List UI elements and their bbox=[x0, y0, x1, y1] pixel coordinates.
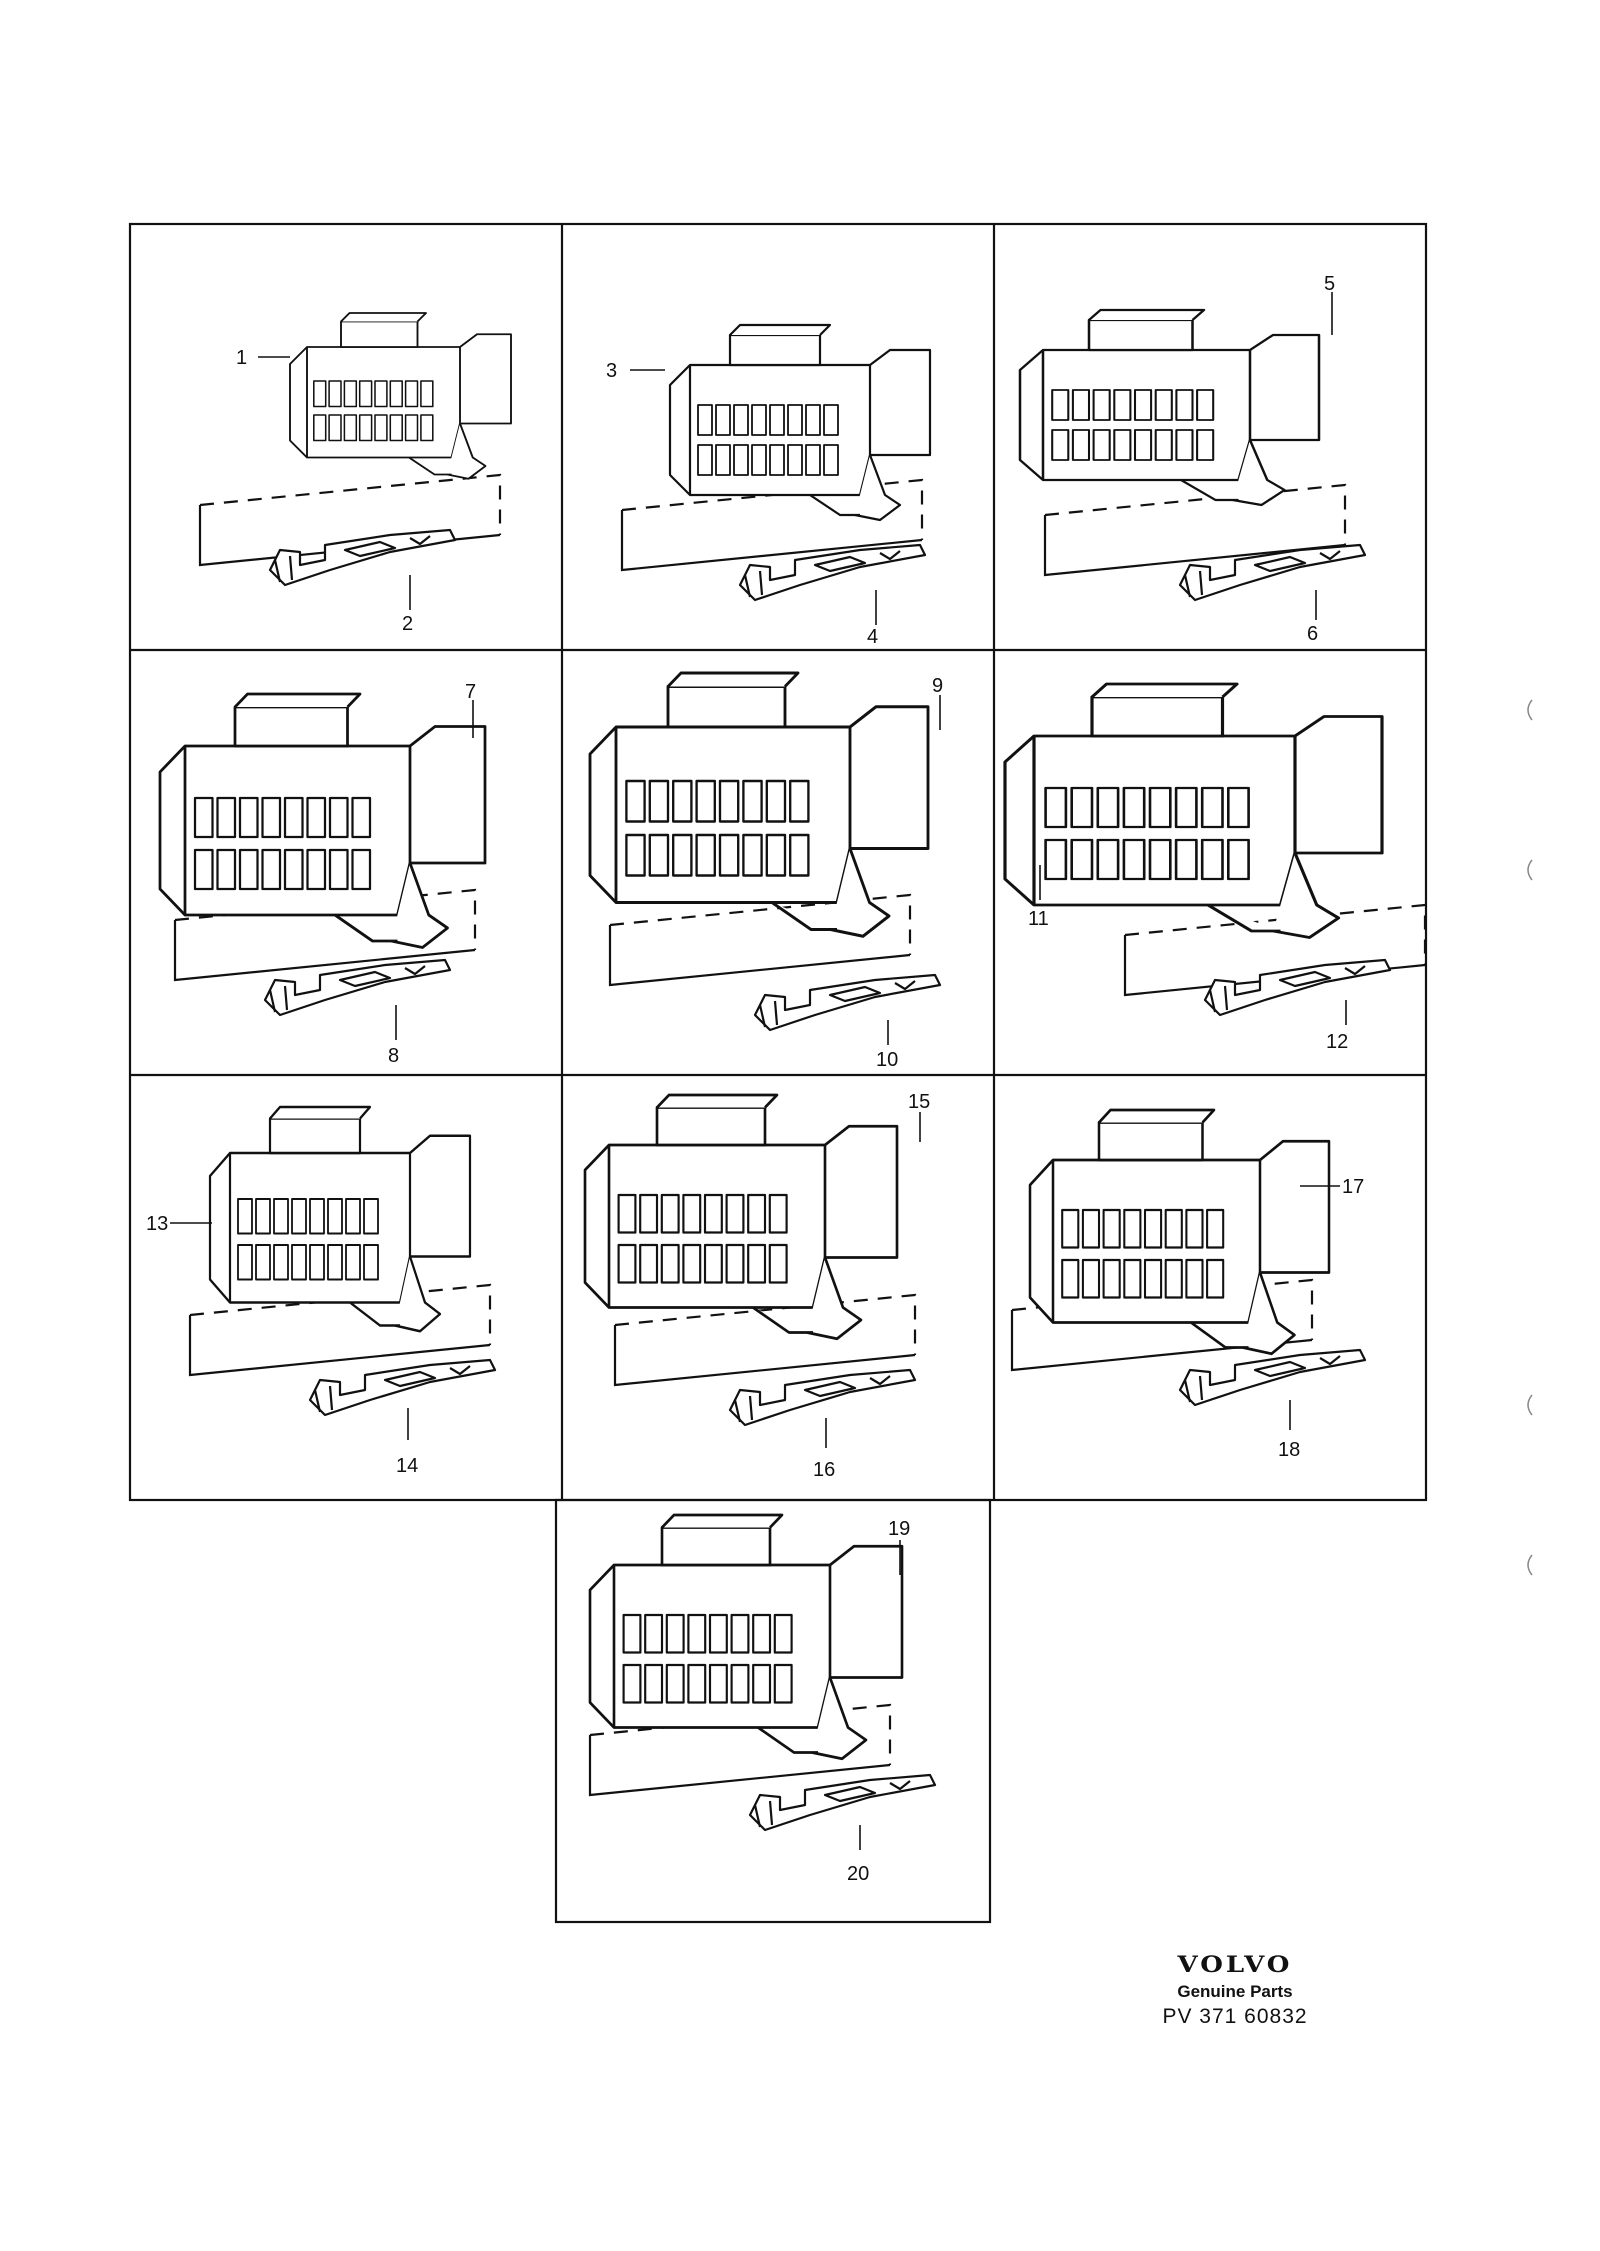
terminal-2 bbox=[268, 528, 457, 587]
callout-6: 6 bbox=[1307, 623, 1318, 645]
connector-housing-13 bbox=[208, 1105, 472, 1333]
brand-logo: VOLVO bbox=[1177, 1952, 1293, 1978]
panel-4: 7 8 bbox=[158, 681, 487, 1067]
connector-housing-19 bbox=[588, 1513, 904, 1761]
connector-housing-3 bbox=[668, 323, 932, 522]
brand-subtitle: Genuine Parts bbox=[1177, 1982, 1293, 2001]
margin-marks bbox=[1527, 699, 1533, 1576]
panel-2: 3 4 bbox=[606, 323, 932, 648]
callout-1: 1 bbox=[236, 347, 247, 369]
callout-8: 8 bbox=[388, 1045, 399, 1067]
callout-16: 16 bbox=[813, 1459, 835, 1481]
callout-5: 5 bbox=[1324, 273, 1335, 295]
terminal-4 bbox=[738, 543, 927, 602]
callout-13: 13 bbox=[146, 1213, 168, 1235]
connector-housing-17 bbox=[1028, 1108, 1331, 1356]
footer-logo-block: VOLVO Genuine Parts PV 371 60832 bbox=[1120, 1950, 1350, 2029]
connector-housing-15 bbox=[583, 1093, 899, 1341]
callout-7: 7 bbox=[465, 681, 476, 703]
terminal-18 bbox=[1178, 1348, 1367, 1407]
callout-15: 15 bbox=[908, 1091, 930, 1113]
panel-7: 13 14 bbox=[146, 1105, 497, 1477]
connector-housing-11 bbox=[1003, 682, 1384, 940]
panel-8: 15 16 bbox=[583, 1091, 930, 1481]
terminal-6 bbox=[1178, 543, 1367, 602]
callout-17: 17 bbox=[1342, 1176, 1364, 1198]
callout-20: 20 bbox=[847, 1863, 869, 1885]
callout-9: 9 bbox=[932, 675, 943, 697]
callout-2: 2 bbox=[402, 613, 413, 635]
panel-3: 5 6 bbox=[1018, 273, 1367, 645]
panel-9: 17 18 bbox=[1010, 1108, 1367, 1461]
panel-10: 19 20 bbox=[588, 1513, 937, 1885]
callout-3: 3 bbox=[606, 360, 617, 382]
callout-19: 19 bbox=[888, 1518, 910, 1540]
terminal-16 bbox=[728, 1368, 917, 1427]
connector-housing-5 bbox=[1018, 308, 1321, 507]
callout-14: 14 bbox=[396, 1455, 418, 1477]
connector-housing-9 bbox=[588, 671, 930, 938]
callout-12: 12 bbox=[1326, 1031, 1348, 1053]
panel-5: 9 10 bbox=[588, 671, 943, 1071]
terminal-20 bbox=[748, 1773, 937, 1832]
callout-4: 4 bbox=[867, 626, 878, 648]
terminal-10 bbox=[753, 973, 942, 1032]
terminal-12 bbox=[1203, 958, 1392, 1017]
connector-housing-7 bbox=[158, 692, 487, 949]
callout-10: 10 bbox=[876, 1049, 898, 1071]
panel-1: 1 2 bbox=[198, 312, 512, 635]
document-number: PV 371 60832 bbox=[1162, 2005, 1308, 2028]
terminal-14 bbox=[308, 1358, 497, 1417]
panel-6: 11 12 bbox=[1003, 682, 1427, 1053]
grid-frame bbox=[128, 222, 1428, 1924]
callout-18: 18 bbox=[1278, 1439, 1300, 1461]
callout-11: 11 bbox=[1028, 908, 1049, 930]
connector-housing-1 bbox=[289, 312, 512, 480]
